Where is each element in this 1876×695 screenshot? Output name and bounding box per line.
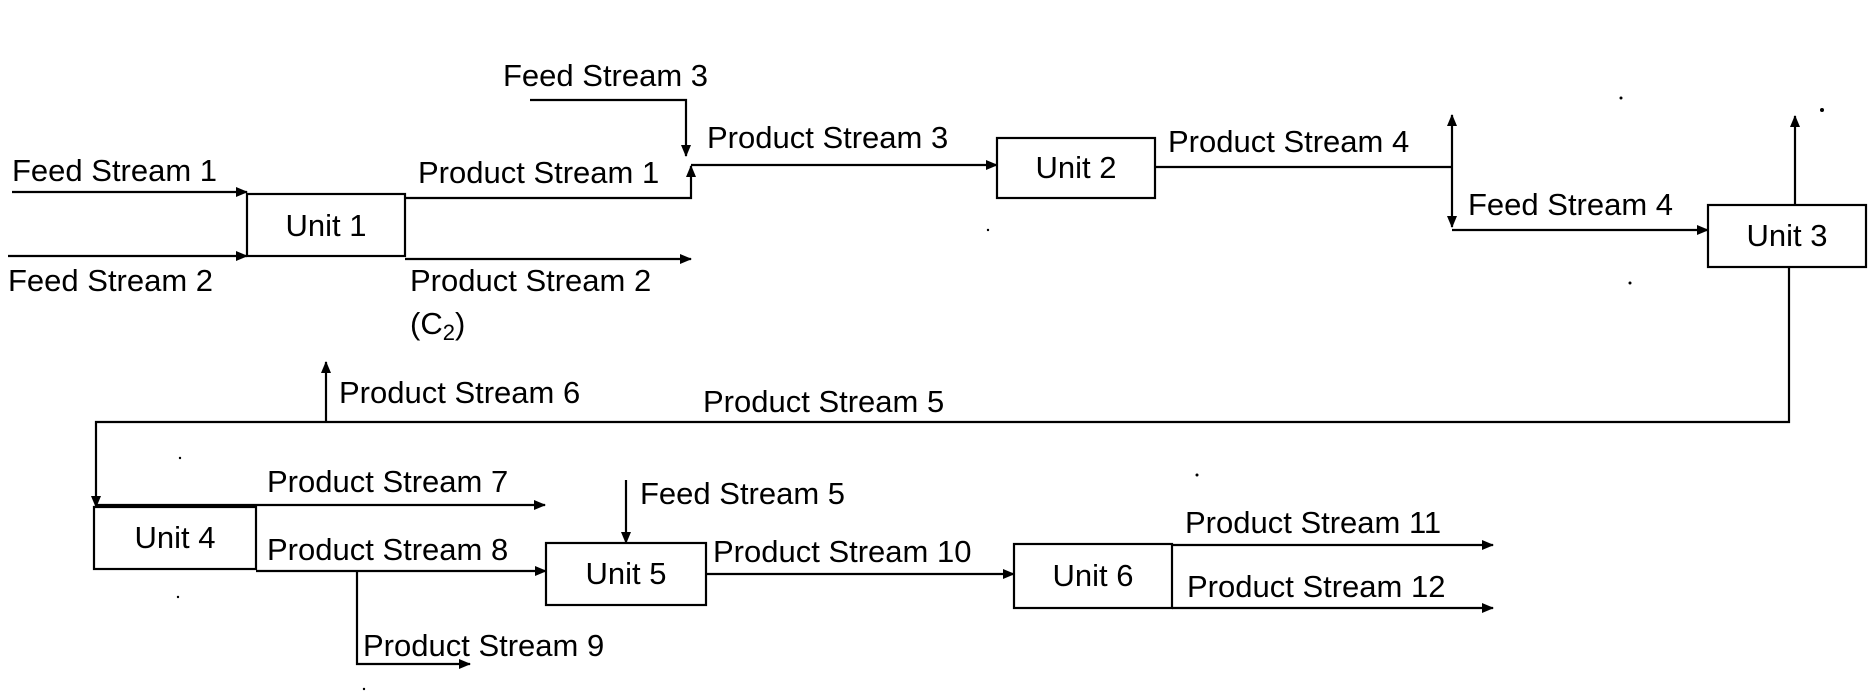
- product-stream-2-label: Product Stream 2: [410, 263, 651, 298]
- product-stream-9-label: Product Stream 9: [363, 628, 604, 663]
- feed-stream-1-label: Feed Stream 1: [12, 153, 217, 188]
- product-stream-5-label: Product Stream 5: [703, 384, 944, 419]
- feed-stream-2-label: Feed Stream 2: [8, 263, 213, 298]
- product-stream-3-label: Product Stream 3: [707, 120, 948, 155]
- unit-5: Unit 5: [546, 543, 706, 605]
- unit-2-label: Unit 2: [1036, 150, 1117, 185]
- feed-stream-3-label: Feed Stream 3: [503, 58, 708, 93]
- unit-4-label: Unit 4: [135, 520, 216, 555]
- product-stream-10-label: Product Stream 10: [713, 534, 971, 569]
- unit-5-label: Unit 5: [586, 556, 667, 591]
- product-stream-8-label: Product Stream 8: [267, 532, 508, 567]
- product-stream-7-label: Product Stream 7: [267, 464, 508, 499]
- unit-3: Unit 3: [1708, 205, 1866, 267]
- product-stream-11-label: Product Stream 11: [1185, 505, 1441, 540]
- unit-1-label: Unit 1: [286, 208, 367, 243]
- unit-6: Unit 6: [1014, 544, 1172, 608]
- feed-stream-3-line: [530, 100, 686, 156]
- unit-1: Unit 1: [247, 194, 405, 256]
- product-stream-4-label: Product Stream 4: [1168, 124, 1409, 159]
- unit-6-label: Unit 6: [1053, 558, 1134, 593]
- feed-stream-5-label: Feed Stream 5: [640, 476, 845, 511]
- product-stream-2-composition: (C2): [410, 306, 465, 345]
- product-stream-12-label: Product Stream 12: [1187, 569, 1445, 604]
- product-stream-6-label: Product Stream 6: [339, 375, 580, 410]
- unit-3-label: Unit 3: [1747, 218, 1828, 253]
- unit-2: Unit 2: [997, 138, 1155, 198]
- feed-stream-4-label: Feed Stream 4: [1468, 187, 1673, 222]
- product-stream-1-label: Product Stream 1: [418, 155, 659, 190]
- unit-4: Unit 4: [94, 507, 256, 569]
